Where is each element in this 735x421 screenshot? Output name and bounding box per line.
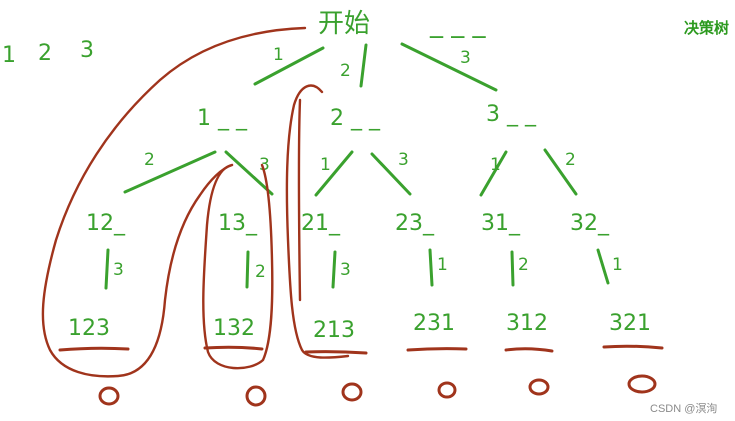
node-level1-1: 1 _ _ (197, 106, 248, 131)
edge-label-root-2: 2 (340, 61, 351, 81)
edge-label-3-31: 1 (490, 155, 501, 175)
leaf-132: 132 (213, 316, 255, 341)
edge-root-to-3 (400, 42, 498, 92)
traversal-loop-1 (41, 26, 307, 378)
edge-2-to-23 (370, 152, 412, 196)
edge-1-to-12 (123, 150, 217, 194)
node-level1-3: 3 _ _ (486, 102, 537, 127)
leaf-312: 312 (506, 311, 548, 336)
edge-label-12-123: 3 (113, 260, 124, 280)
root-blanks: _ _ _ (429, 9, 487, 39)
csdn-watermark: CSDN @溟洵 (650, 401, 717, 415)
node-level2-13: 13_ (218, 211, 258, 236)
underline-321 (602, 344, 664, 350)
underline-123 (58, 346, 130, 352)
edge-root-to-2 (359, 43, 368, 88)
node-level2-23: 23_ (395, 211, 435, 236)
edge-root-to-1 (253, 46, 325, 86)
edge-31-to-312 (510, 250, 515, 287)
edge-label-root-3: 3 (460, 48, 471, 68)
edge-13-to-132 (245, 250, 250, 289)
leaf-mark-231 (437, 381, 457, 399)
leaf-213: 213 (313, 318, 355, 343)
edge-3-to-32 (543, 148, 578, 196)
leaf-321: 321 (609, 311, 651, 336)
leaf-mark-321 (627, 374, 657, 394)
edge-label-1-13: 3 (259, 155, 270, 175)
input-number-3: 3 (80, 38, 94, 63)
edge-label-3-32: 2 (565, 150, 576, 170)
edge-2-to-21 (314, 150, 354, 197)
node-level2-12: 12_ (86, 211, 126, 236)
edge-label-21-213: 3 (340, 260, 351, 280)
node-level1-2: 2 _ _ (330, 106, 381, 131)
underline-231 (406, 347, 468, 352)
edge-label-31-312: 2 (518, 255, 529, 275)
root-node: 开始 (318, 9, 370, 39)
node-level2-21: 21_ (301, 211, 341, 236)
edge-32-to-321 (596, 248, 610, 285)
leaf-mark-213 (341, 382, 363, 402)
input-number-1: 1 (2, 43, 16, 68)
edge-3-to-31 (479, 150, 508, 197)
leaf-mark-123 (98, 386, 120, 406)
diagram-title: 决策树 (684, 19, 729, 37)
edge-label-root-1: 1 (273, 45, 284, 65)
node-level2-31: 31_ (481, 211, 521, 236)
traversal-loop-3-inner (297, 98, 302, 302)
leaf-mark-312 (528, 378, 550, 396)
edge-21-to-213 (331, 250, 337, 289)
underline-213 (304, 350, 368, 355)
edge-label-23-231: 1 (437, 255, 448, 275)
leaf-mark-132 (245, 385, 267, 407)
node-level2-32: 32_ (570, 211, 610, 236)
edge-label-2-21: 1 (320, 155, 331, 175)
traversal-loop-3 (285, 84, 350, 359)
underline-312 (504, 347, 554, 353)
edge-label-13-132: 2 (255, 262, 266, 282)
edge-23-to-231 (428, 248, 434, 287)
leaf-231: 231 (413, 311, 455, 336)
edge-label-1-12: 2 (144, 150, 155, 170)
edge-label-2-23: 3 (398, 150, 409, 170)
input-number-2: 2 (38, 41, 52, 66)
traversal-loop-2 (202, 163, 274, 370)
edge-1-to-13 (224, 150, 274, 196)
leaf-123: 123 (68, 316, 110, 341)
underline-132 (203, 345, 264, 351)
edge-label-32-321: 1 (612, 255, 623, 275)
edge-12-to-123 (104, 248, 110, 290)
